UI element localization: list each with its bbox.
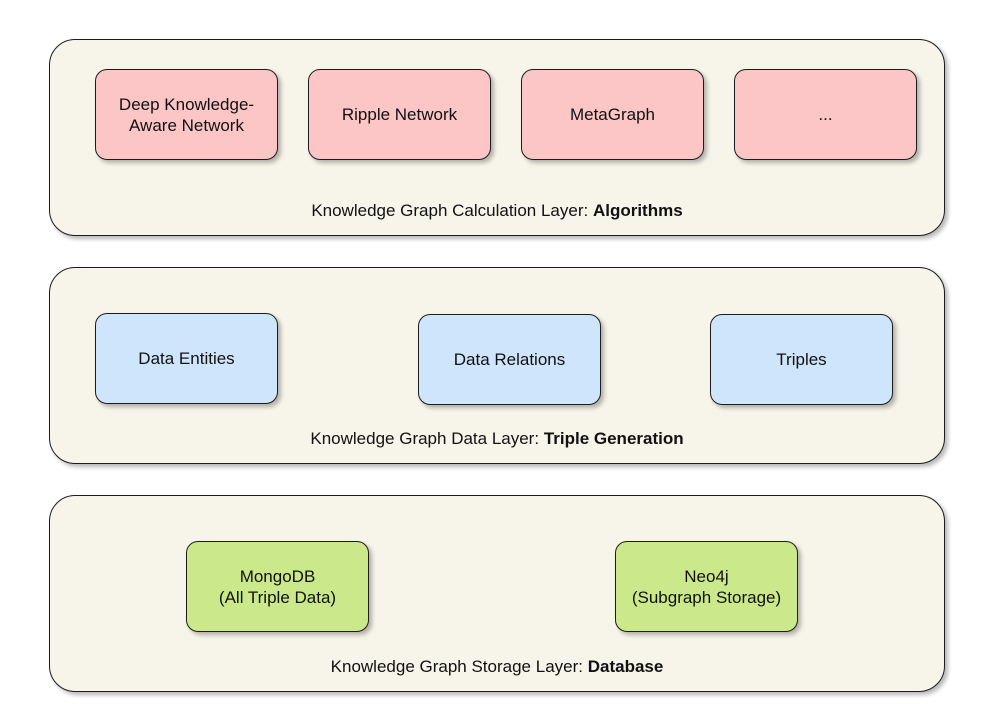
node-deep-knowledge-aware-network[interactable]: Deep Knowledge- Aware Network	[95, 69, 278, 160]
node-label-line: Ripple Network	[341, 105, 458, 124]
node-data-relations[interactable]: Data Relations	[418, 314, 601, 405]
node-label-line: MetaGraph	[569, 105, 656, 124]
caption-prefix: Knowledge Graph Calculation Layer:	[311, 201, 589, 220]
node-label-line: Data Entities	[138, 349, 235, 368]
node-data-entities[interactable]: Data Entities	[95, 313, 278, 404]
node-metagraph[interactable]: MetaGraph	[521, 69, 704, 160]
node-label-line: Aware Network	[129, 115, 244, 135]
data-layer-panel: Data Entities Data Relations Triples Kno…	[49, 267, 945, 464]
node-triples[interactable]: Triples	[710, 314, 893, 405]
node-ripple-network[interactable]: Ripple Network	[308, 69, 491, 160]
layer-caption: Knowledge Graph Storage Layer: Database	[50, 657, 944, 677]
node-label-line: Data Relations	[453, 350, 566, 369]
node-label-line: MongoDB	[239, 566, 316, 586]
node-label-line: (Subgraph Storage)	[631, 587, 782, 607]
caption-prefix: Knowledge Graph Storage Layer:	[330, 657, 583, 676]
node-mongodb[interactable]: MongoDB (All Triple Data)	[186, 541, 369, 632]
node-label-line: ...	[818, 105, 833, 124]
caption-prefix: Knowledge Graph Data Layer:	[310, 429, 540, 448]
caption-bold: Algorithms	[592, 201, 683, 220]
node-more-algorithms[interactable]: ...	[734, 69, 917, 160]
node-label-line: Neo4j	[684, 566, 729, 586]
node-neo4j[interactable]: Neo4j (Subgraph Storage)	[615, 541, 798, 632]
calculation-layer-panel: Deep Knowledge- Aware Network Ripple Net…	[49, 39, 945, 236]
layer-caption: Knowledge Graph Data Layer: Triple Gener…	[50, 429, 944, 449]
caption-bold: Triple Generation	[543, 429, 684, 448]
node-label-line: (All Triple Data)	[218, 587, 337, 607]
node-label-line: Deep Knowledge-	[118, 94, 255, 114]
caption-bold: Database	[587, 657, 664, 676]
storage-layer-panel: MongoDB (All Triple Data) Neo4j (Subgrap…	[49, 495, 945, 692]
layer-caption: Knowledge Graph Calculation Layer: Algor…	[50, 201, 944, 221]
node-label-line: Triples	[776, 350, 827, 369]
